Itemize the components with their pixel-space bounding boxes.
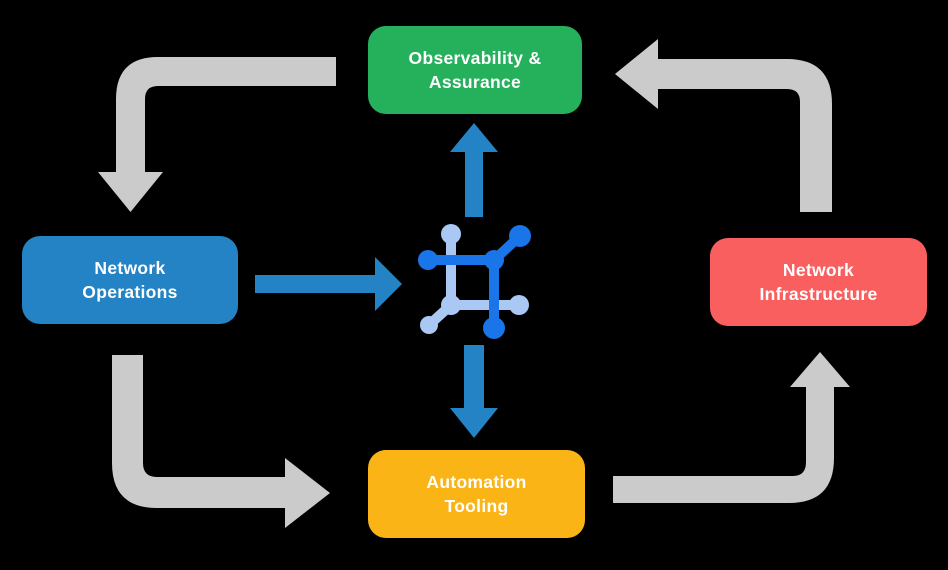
- node-label-line: Operations: [82, 282, 178, 302]
- arrow-center-to-automation: [450, 345, 498, 438]
- arrow-automation-to-infrastructure: [613, 352, 850, 503]
- node-label-line: Network: [782, 260, 855, 280]
- network-mesh-icon-light-part: [420, 224, 529, 334]
- arrow-center-to-observability: [450, 123, 498, 217]
- node-observability-assurance: Observability & Assurance: [368, 26, 582, 114]
- network-mesh-icon: [418, 224, 531, 339]
- arrow-infrastructure-to-observability: [615, 39, 832, 212]
- node-label-line: Network: [94, 258, 166, 278]
- node-label-line: Infrastructure: [759, 284, 878, 304]
- arrow-observability-to-operations: [98, 57, 336, 212]
- arrow-operations-to-automation: [112, 355, 330, 528]
- arrow-operations-to-center: [255, 257, 402, 311]
- node-network-operations: Network Operations: [22, 236, 238, 324]
- network-mesh-icon-dark-part: [418, 225, 531, 339]
- node-label-line: Observability &: [408, 48, 542, 68]
- node-automation-tooling: Automation Tooling: [368, 450, 585, 538]
- node-label-line: Automation: [426, 472, 527, 492]
- node-label-line: Assurance: [428, 72, 522, 92]
- node-network-infrastructure: Network Infrastructure: [710, 238, 927, 326]
- node-label-line: Tooling: [444, 496, 509, 516]
